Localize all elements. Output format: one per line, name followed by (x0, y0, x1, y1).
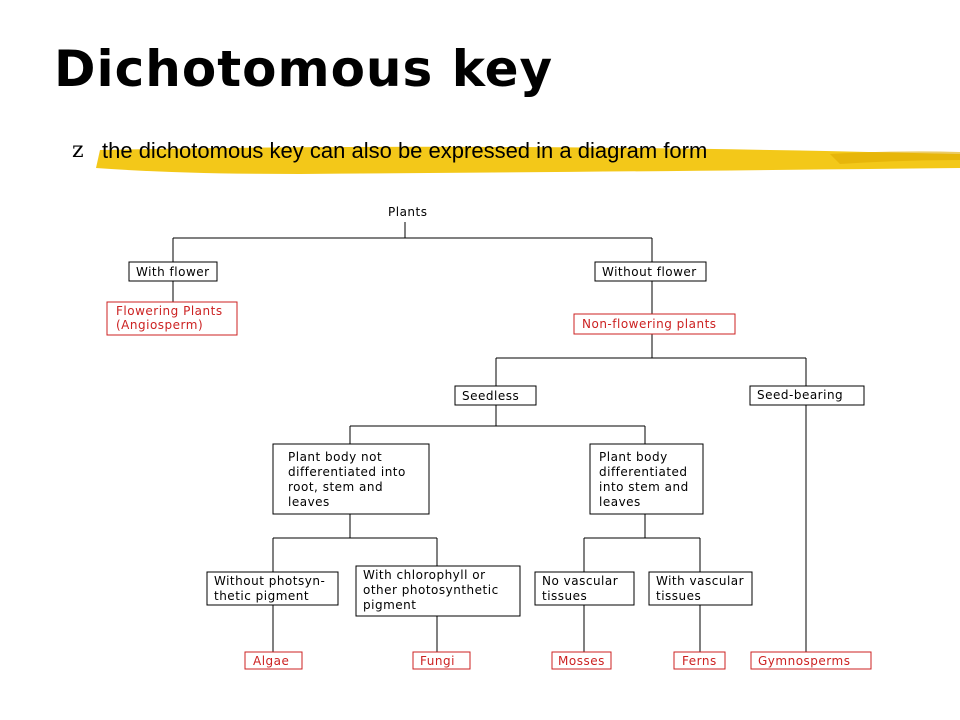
svg-text:(Angiosperm): (Angiosperm) (116, 318, 203, 332)
svg-text:tissues: tissues (542, 589, 587, 603)
svg-text:other photosynthetic: other photosynthetic (363, 583, 499, 597)
bullet-text: the dichotomous key can also be expresse… (102, 138, 708, 163)
node-non-flowering-plants: Non-flowering plants (573, 313, 736, 335)
svg-text:With flower: With flower (136, 265, 210, 279)
node-with-chlorophyll: With chlorophyll or other photosynthetic… (355, 565, 521, 617)
svg-text:Gymnosperms: Gymnosperms (758, 654, 850, 668)
svg-text:Seedless: Seedless (462, 389, 519, 403)
svg-text:Without photsyn-: Without photsyn- (214, 574, 325, 588)
svg-text:leaves: leaves (599, 495, 641, 509)
svg-text:pigment: pigment (363, 598, 416, 612)
bullet-row: z the dichotomous key can also be expres… (0, 128, 960, 188)
svg-text:differentiated: differentiated (599, 465, 688, 479)
node-gymnosperms: Gymnosperms (750, 651, 872, 670)
svg-text:Algae: Algae (253, 654, 289, 668)
svg-text:With chlorophyll or: With chlorophyll or (363, 568, 486, 582)
svg-text:Seed-bearing: Seed-bearing (757, 388, 843, 402)
svg-text:leaves: leaves (288, 495, 330, 509)
bullet-icon: z (72, 138, 84, 163)
node-ferns: Ferns (673, 651, 726, 670)
svg-text:Without flower: Without flower (602, 265, 697, 279)
node-without-flower: Without flower (594, 261, 707, 282)
node-with-flower: With flower (128, 261, 218, 282)
node-with-vascular: With vascular tissues (648, 571, 753, 606)
svg-text:Plant body: Plant body (599, 450, 668, 464)
node-flowering-plants: Flowering Plants (Angiosperm) (106, 301, 238, 336)
svg-text:into stem and: into stem and (599, 480, 689, 494)
svg-text:Plant body not: Plant body not (288, 450, 382, 464)
node-without-pigment: Without photsyn- thetic pigment (206, 571, 339, 606)
node-no-vascular: No vascular tissues (534, 571, 635, 606)
node-plants: Plants (388, 205, 428, 219)
svg-text:tissues: tissues (656, 589, 701, 603)
svg-text:Non-flowering plants: Non-flowering plants (582, 317, 717, 331)
node-seed-bearing: Seed-bearing (749, 385, 865, 406)
tree-edges (172, 222, 807, 652)
node-algae: Algae (244, 651, 303, 670)
node-seedless: Seedless (454, 385, 537, 406)
node-mosses: Mosses (551, 651, 612, 670)
svg-text:Ferns: Ferns (682, 654, 717, 668)
slide-title: Dichotomous key (54, 40, 554, 98)
svg-text:No vascular: No vascular (542, 574, 618, 588)
svg-text:thetic pigment: thetic pigment (214, 589, 309, 603)
svg-text:Plants: Plants (388, 205, 428, 219)
svg-text:Flowering Plants: Flowering Plants (116, 304, 223, 318)
svg-text:root, stem and: root, stem and (288, 480, 383, 494)
svg-text:differentiated into: differentiated into (288, 465, 406, 479)
node-not-differentiated: Plant body not differentiated into root,… (272, 443, 430, 515)
node-fungi: Fungi (412, 651, 471, 670)
svg-text:Mosses: Mosses (558, 654, 605, 668)
svg-text:Fungi: Fungi (420, 654, 455, 668)
node-differentiated: Plant body differentiated into stem and … (589, 443, 704, 515)
highlighter-stroke (96, 146, 960, 174)
svg-text:With vascular: With vascular (656, 574, 744, 588)
